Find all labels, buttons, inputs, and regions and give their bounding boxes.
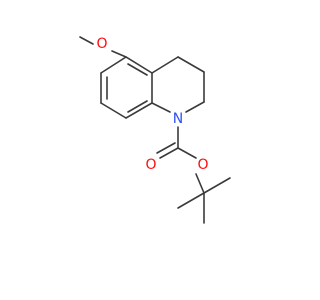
bond-carbonyl-ester-oxygen (177, 147, 197, 159)
bond-carbonyl-double-a (159, 147, 179, 159)
bond-carbonyl-double-b (156, 142, 176, 154)
methoxy-oxygen-label: O (96, 36, 107, 52)
bond-n1-c8a (151, 102, 171, 113)
molecule-diagram: O N O O (79, 36, 231, 224)
bond-c7-c8 (100, 102, 127, 119)
structure-canvas: O N O O (79, 36, 231, 224)
bond-c8-c8a-inner (127, 100, 148, 113)
ring-nitrogen-label: N (173, 111, 183, 127)
bond-tbu-methyl-2 (203, 177, 231, 194)
bond-c4a-c5 (125, 56, 153, 74)
bond-c4a-c4 (151, 56, 179, 74)
atom-label-layer: O N O O (96, 36, 208, 173)
bond-ester-oxygen-tbu (195, 173, 205, 194)
carbonyl-oxygen-label: O (145, 157, 156, 173)
ester-oxygen-label: O (197, 157, 208, 173)
bond-c2-n1 (185, 101, 205, 113)
bond-c8-c8a (125, 102, 153, 119)
bond-c5-c6 (100, 56, 127, 74)
bond-c4-c3 (177, 56, 205, 73)
bond-tbu-methyl-1 (177, 192, 205, 209)
bond-oxygen-c5 (111, 50, 127, 58)
bond-c4a-c5-inner (127, 63, 148, 76)
bond-layer (79, 36, 231, 224)
bond-methyl-oxygen (79, 36, 94, 45)
